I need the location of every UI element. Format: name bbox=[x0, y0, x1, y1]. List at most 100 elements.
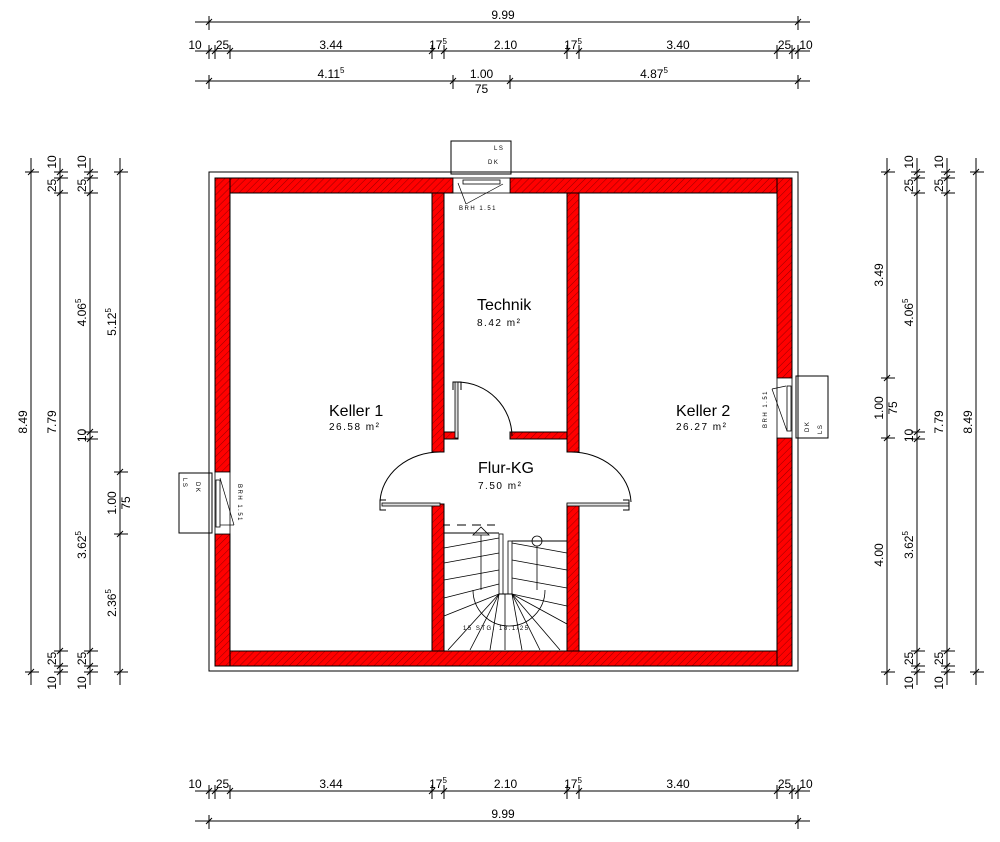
wall-technik-stub-right bbox=[509, 431, 568, 440]
dimension-label: 175 bbox=[429, 776, 447, 791]
wall-left-upper bbox=[214, 177, 231, 473]
window-right-brh: BRH 1.51 bbox=[763, 390, 769, 428]
dimension-label: 9.99 bbox=[491, 8, 515, 22]
dimension-label: 25 bbox=[932, 652, 946, 666]
dimension-label: 175 bbox=[564, 37, 582, 52]
dimension-label: 175 bbox=[429, 37, 447, 52]
dimension-label: 10 bbox=[902, 429, 916, 443]
door-keller-2 bbox=[566, 451, 632, 511]
stair-tread bbox=[511, 593, 568, 625]
wall-interior-left-upper bbox=[431, 192, 445, 453]
stair-label: 15 STG. 18.1/25 bbox=[463, 626, 530, 632]
dimension-sublabel: 75 bbox=[119, 496, 133, 510]
dimension-label: 10 bbox=[902, 676, 916, 690]
dimension-label: 3.40 bbox=[666, 38, 690, 52]
dimension-label: 25 bbox=[45, 652, 59, 666]
dimension-label: 7.79 bbox=[45, 410, 59, 434]
window-left-ls: LS bbox=[181, 478, 187, 488]
stair-tread bbox=[511, 593, 541, 651]
dimension-label: 2.10 bbox=[494, 38, 518, 52]
stair-tread bbox=[511, 577, 568, 589]
window-top-brh: BRH 1.51 bbox=[459, 206, 497, 212]
dimension-label: 8.49 bbox=[16, 410, 30, 434]
window-left-brh: BRH 1.51 bbox=[236, 484, 242, 522]
dimension-label: 3.40 bbox=[666, 777, 690, 791]
room-keller-2-name: Keller 2 bbox=[676, 403, 730, 420]
dimension-label: 25 bbox=[902, 179, 916, 193]
dimension-label: 10 bbox=[188, 38, 202, 52]
room-keller-2-area: 26.27 m² bbox=[676, 422, 727, 433]
dimension-label: 9.99 bbox=[491, 807, 515, 821]
stair-tread bbox=[443, 552, 500, 564]
wall-interior-right-lower bbox=[566, 503, 580, 652]
wall-top-right bbox=[509, 177, 793, 194]
room-technik-area: 8.42 m² bbox=[477, 318, 521, 329]
stair-tread bbox=[443, 593, 500, 617]
wall-bottom bbox=[214, 650, 793, 667]
dimension-label: 8.49 bbox=[961, 410, 975, 434]
room-technik-name: Technik bbox=[477, 297, 532, 314]
dimension-label: 25 bbox=[75, 179, 89, 193]
stair-tread bbox=[511, 593, 568, 607]
walls bbox=[214, 177, 793, 667]
dimension-label: 25 bbox=[216, 38, 230, 52]
wall-interior-right-upper bbox=[566, 192, 580, 453]
dimension-label: 25 bbox=[902, 652, 916, 666]
dimension-label: 2.10 bbox=[494, 777, 518, 791]
dimension-label: 25 bbox=[932, 179, 946, 193]
dimension-label: 3.44 bbox=[319, 777, 343, 791]
dimension-label: 4.00 bbox=[872, 543, 886, 567]
dimension-sublabel: 75 bbox=[475, 82, 489, 96]
dimension-label: 10 bbox=[45, 676, 59, 690]
stair-tread bbox=[443, 537, 500, 549]
window-top: LS DK BRH 1.51 bbox=[450, 140, 512, 212]
window-top-ls: LS bbox=[494, 146, 504, 152]
dimension-label: 1.00 bbox=[470, 67, 494, 81]
dimension-label: 25 bbox=[45, 179, 59, 193]
room-flur-name: Flur-KG bbox=[478, 460, 534, 477]
dimension-label: 1.00 bbox=[872, 396, 886, 420]
door-technik bbox=[452, 381, 513, 439]
window-right-ls: LS bbox=[818, 424, 824, 434]
stair-treads bbox=[443, 537, 568, 651]
dimension-label: 25 bbox=[778, 777, 792, 791]
room-flur-area: 7.50 m² bbox=[478, 481, 522, 492]
dimension-label: 10 bbox=[75, 155, 89, 169]
dimension-label: 10 bbox=[799, 38, 813, 52]
stair-tread bbox=[447, 593, 500, 651]
dimension-label: 4.065 bbox=[901, 298, 916, 326]
dimension-label: 7.79 bbox=[932, 410, 946, 434]
room-keller-1-area: 26.58 m² bbox=[329, 422, 380, 433]
wall-right-lower bbox=[776, 437, 793, 667]
wall-left-lower bbox=[214, 533, 231, 667]
dimension-sublabel: 75 bbox=[886, 401, 900, 415]
dimension-label: 5.125 bbox=[104, 308, 119, 336]
dimension-label: 10 bbox=[932, 676, 946, 690]
dimension-label: 4.065 bbox=[74, 298, 89, 326]
wall-top-left bbox=[214, 177, 454, 194]
wall-interior-left-lower bbox=[431, 503, 445, 652]
room-keller-1-name: Keller 1 bbox=[329, 403, 383, 420]
window-top-dk: DK bbox=[488, 160, 499, 166]
dimension-label: 10 bbox=[45, 155, 59, 169]
dimension-label: 10 bbox=[799, 777, 813, 791]
dimension-label: 3.49 bbox=[872, 263, 886, 287]
room-labels: Keller 1 26.58 m² Technik 8.42 m² Flur-K… bbox=[329, 297, 730, 492]
stair-tread bbox=[469, 593, 500, 651]
dimension-label: 4.875 bbox=[640, 66, 668, 81]
dimension-label: 175 bbox=[564, 776, 582, 791]
dimension-label: 3.625 bbox=[74, 531, 89, 559]
dimension-label: 3.625 bbox=[901, 531, 916, 559]
doors bbox=[379, 381, 632, 511]
window-left: LS DK BRH 1.51 bbox=[178, 471, 242, 535]
stair-tread bbox=[511, 593, 523, 651]
outer-plaster-line bbox=[208, 171, 799, 672]
window-right: BRH 1.51 DK LS bbox=[763, 375, 829, 439]
staircase: 15 STG. 18.1/25 bbox=[443, 524, 568, 651]
stair-tread bbox=[489, 593, 500, 651]
dimension-label: 25 bbox=[216, 777, 230, 791]
stair-tread bbox=[511, 593, 561, 651]
window-left-dk: DK bbox=[194, 482, 200, 493]
